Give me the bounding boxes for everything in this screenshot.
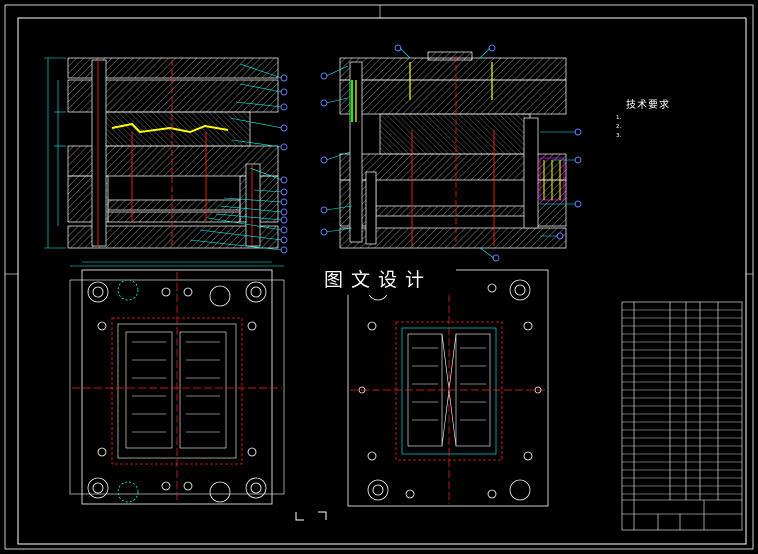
drawing-frame bbox=[17, 17, 747, 545]
right-view-balloons bbox=[320, 44, 582, 262]
sheet-border bbox=[4, 4, 754, 550]
right-view-leaders bbox=[325, 47, 576, 259]
section-view-right bbox=[339, 51, 567, 249]
tech-requirements-text: 1. 2. 3. bbox=[616, 114, 740, 141]
left-view-red-lines bbox=[97, 60, 253, 246]
right-view-colored-lines bbox=[351, 56, 561, 246]
tech-line: 1. bbox=[616, 115, 622, 121]
tech-line: 3. bbox=[616, 133, 622, 139]
left-view-leaders bbox=[189, 63, 283, 251]
bom-table-rows bbox=[622, 309, 742, 495]
tech-requirements-title: 技术要求 bbox=[626, 100, 670, 111]
plan-left-bolts bbox=[87, 279, 267, 503]
plan-view-right bbox=[347, 269, 549, 507]
left-view-dimensions bbox=[44, 57, 66, 249]
tech-line: 2. bbox=[616, 124, 622, 130]
view-corner-marks bbox=[295, 511, 327, 521]
watermark-banner: 图文设计 bbox=[300, 261, 456, 295]
section-view-left bbox=[67, 57, 279, 249]
title-block bbox=[621, 301, 743, 531]
plan-right-bolts bbox=[358, 279, 542, 501]
left-view-balloons bbox=[280, 74, 288, 254]
plan-view-left bbox=[69, 261, 285, 505]
